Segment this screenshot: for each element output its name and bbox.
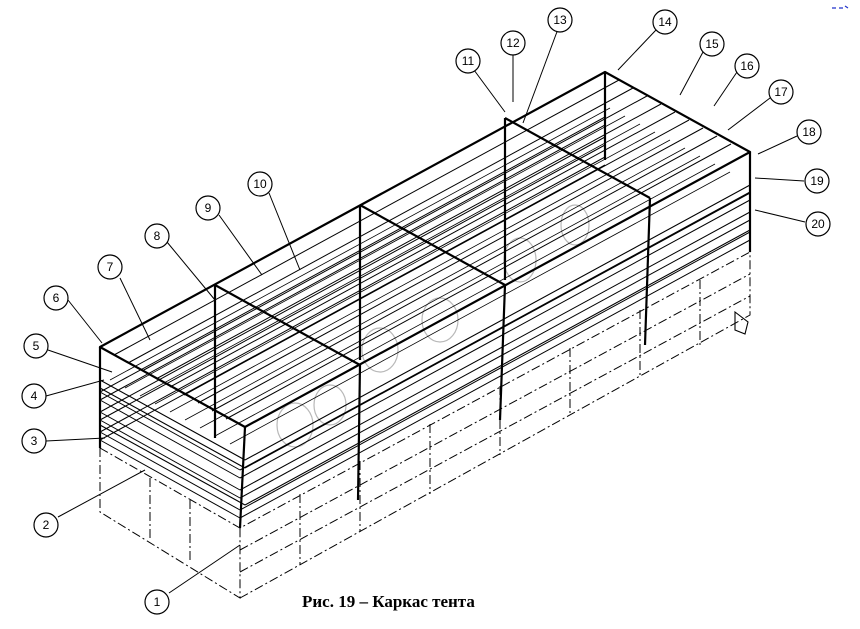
svg-text:1: 1 [154, 595, 161, 609]
svg-text:12: 12 [506, 36, 520, 50]
callout-6: 6 [43, 285, 69, 311]
callout-19: 19 [804, 168, 830, 194]
svg-text:16: 16 [740, 59, 754, 73]
svg-text:13: 13 [553, 13, 567, 27]
callout-2: 2 [33, 512, 59, 538]
svg-text:20: 20 [811, 217, 825, 231]
svg-text:6: 6 [53, 291, 60, 305]
cargo-body [99, 251, 751, 599]
callout-10: 10 [247, 171, 273, 197]
callout-14: 14 [652, 9, 678, 35]
leader-lines [45, 28, 806, 594]
svg-text:8: 8 [154, 229, 161, 243]
callout-3: 3 [21, 428, 47, 454]
callout-11: 11 [455, 48, 481, 74]
callout-1: 1 [144, 589, 170, 615]
svg-text:9: 9 [205, 201, 212, 215]
figure-caption: Рис. 19 – Каркас тента [302, 592, 475, 611]
svg-text:4: 4 [31, 389, 38, 403]
callout-12: 12 [500, 30, 526, 56]
callout-16: 16 [734, 53, 760, 79]
callout-7: 7 [97, 254, 123, 280]
roof-slats [113, 79, 732, 420]
svg-text:10: 10 [253, 177, 267, 191]
callout-13: 13 [547, 7, 573, 33]
callout-20: 20 [805, 211, 831, 237]
callout-5: 5 [23, 333, 49, 359]
svg-text:3: 3 [31, 434, 38, 448]
svg-text:18: 18 [802, 125, 816, 139]
svg-text:7: 7 [107, 260, 114, 274]
callout-18: 18 [796, 119, 822, 145]
callout-9: 9 [195, 195, 221, 221]
floor-slats [109, 107, 731, 445]
svg-text:11: 11 [462, 54, 475, 68]
svg-text:15: 15 [705, 37, 719, 51]
callout-15: 15 [699, 31, 725, 57]
svg-text:17: 17 [774, 85, 788, 99]
callout-8: 8 [144, 223, 170, 249]
svg-text:14: 14 [658, 15, 672, 29]
svg-text:5: 5 [33, 339, 40, 353]
callout-17: 17 [768, 79, 794, 105]
svg-text:2: 2 [43, 518, 50, 532]
main-frame [98, 70, 752, 529]
callout-4: 4 [21, 383, 47, 409]
corner-mark [832, 5, 849, 9]
callouts: 1 2 3 4 5 6 7 8 9 10 11 12 13 14 15 16 1… [21, 7, 831, 615]
svg-text:19: 19 [810, 174, 824, 188]
side-boards [99, 116, 751, 519]
